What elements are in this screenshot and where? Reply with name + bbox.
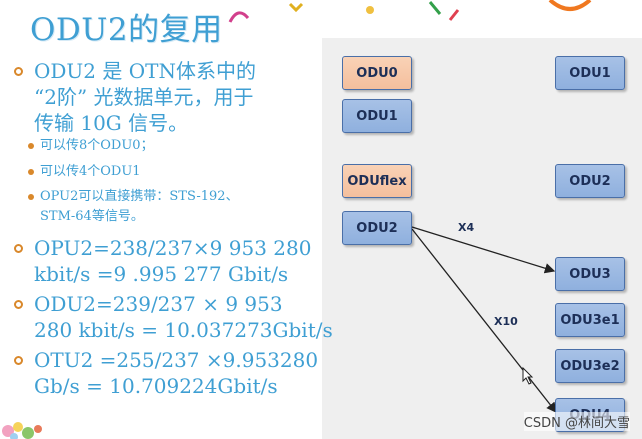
odu3-label: ODU3 — [569, 266, 611, 282]
bullet-line: OTU2 =255/237 ×9.953280 — [34, 348, 319, 372]
arrow-odu2-to-odu4 — [411, 228, 557, 414]
bullet-line: 280 kbit/s = 10.037273Gbit/s — [34, 318, 333, 342]
oduflex-box: ODUflex — [342, 164, 412, 198]
bullet-line: OPU2=238/237×9 953 280 — [34, 236, 312, 260]
odu3-box: ODU3 — [555, 257, 625, 291]
odu3e1-label: ODU3e1 — [560, 312, 620, 328]
sub-bullet-text: 可以传4个ODU1 — [40, 164, 141, 179]
bullet-line: Gb/s = 10.709224Gbit/s — [34, 374, 278, 398]
bullet-opu2-rate: OPU2=238/237×9 953 280 kbit/s =9 .995 27… — [14, 235, 311, 287]
bullet-line: “2阶” 光数据单元，用于 — [34, 85, 254, 109]
bullet-marker-icon — [14, 356, 23, 365]
bullet-odu2-intro: ODU2 是 OTN体系中的 “2阶” 光数据单元，用于 传输 10G 信号。 — [14, 58, 256, 136]
decorative-swirl-icon — [228, 0, 592, 23]
slide-title: ODU2的复用 — [30, 12, 223, 48]
bullet-marker-icon — [14, 67, 23, 76]
odu2-left-label: ODU2 — [356, 220, 398, 236]
bullet-line: 传输 10G 信号。 — [34, 111, 189, 135]
odu3e2-box: ODU3e2 — [555, 349, 625, 383]
odu0-box: ODU0 — [342, 56, 412, 90]
sub-bullet-text: OPU2可以直接携带：STS-192、 — [40, 189, 239, 204]
bullet-odu2-rate: ODU2=239/237 × 9 953 280 kbit/s = 10.037… — [14, 291, 333, 343]
bullet-line: ODU2=239/237 × 9 953 — [34, 292, 283, 316]
odu2-right-box: ODU2 — [555, 164, 625, 198]
sub-bullet-dot-icon — [28, 169, 34, 175]
cursor-icon — [522, 366, 534, 385]
bullet-line: kbit/s =9 .995 277 Gbit/s — [34, 262, 289, 286]
x4-label: X4 — [458, 221, 475, 234]
sub-bullet-text: 可以传8个ODU0； — [40, 138, 154, 153]
arrow-odu2-to-odu3 — [411, 226, 556, 274]
oduflex-label: ODUflex — [347, 173, 407, 189]
bullet-marker-icon — [14, 300, 23, 309]
odu1-left-box: ODU1 — [342, 99, 412, 133]
sub-bullet-opu2: OPU2可以直接携带：STS-192、 — [28, 187, 239, 207]
odu1-right-label: ODU1 — [569, 65, 611, 81]
watermark: CSDN @林间大雪 — [523, 412, 630, 431]
odu1-right-box: ODU1 — [555, 56, 625, 90]
bullet-otu2-rate: OTU2 =255/237 ×9.953280 Gb/s = 10.709224… — [14, 347, 318, 399]
odu2-left-box: ODU2 — [342, 211, 412, 245]
sub-bullet-odu1: 可以传4个ODU1 — [28, 162, 141, 182]
bullet-line: ODU2 是 OTN体系中的 — [34, 59, 256, 83]
bullet-marker-icon — [14, 244, 23, 253]
sub-bullet-text: STM-64等信号。 — [40, 209, 144, 224]
odu3e1-box: ODU3e1 — [555, 303, 625, 337]
x10-label: X10 — [494, 315, 518, 328]
odu0-label: ODU0 — [356, 65, 398, 81]
sub-bullet-dot-icon — [28, 194, 34, 200]
flower-decoration-icon — [2, 422, 42, 439]
sub-bullet-odu0: 可以传8个ODU0； — [28, 136, 154, 156]
odu3e2-label: ODU3e2 — [560, 358, 620, 374]
sub-bullet-dot-icon — [28, 143, 34, 149]
odu2-right-label: ODU2 — [569, 173, 611, 189]
odu1-left-label: ODU1 — [356, 108, 398, 124]
sub-bullet-opu2-cont: STM-64等信号。 — [40, 207, 144, 227]
